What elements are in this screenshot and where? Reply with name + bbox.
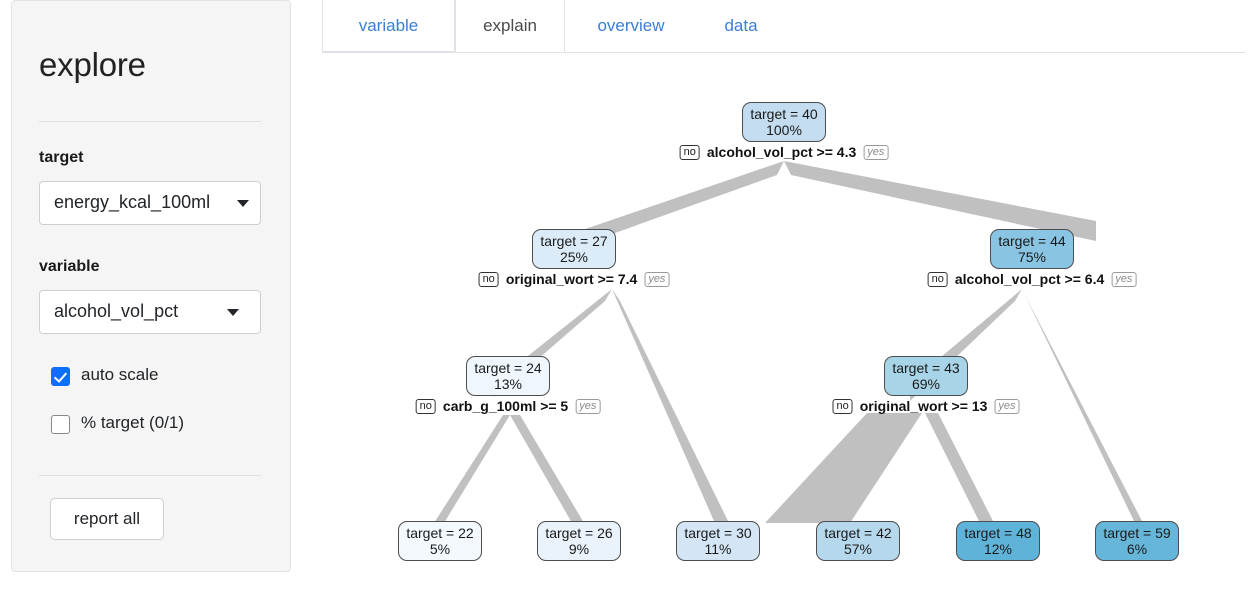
node-target-value: target = 27 — [540, 233, 608, 249]
tree-node-left[interactable]: target = 27 25% — [532, 229, 616, 269]
tree-leaf-4[interactable]: target = 42 57% — [816, 521, 900, 561]
node-pct-value: 25% — [559, 249, 589, 265]
no-badge: no — [415, 399, 436, 414]
edge-rl-leaf4 — [765, 413, 922, 523]
edge-rl-leaf5 — [925, 413, 994, 523]
yes-badge: yes — [863, 145, 889, 160]
tab-bar: variable explain overview data — [322, 0, 1245, 53]
no-badge: no — [478, 272, 499, 287]
variable-select[interactable]: alcohol_vol_pct — [39, 290, 261, 334]
node-pct-value: 57% — [843, 541, 873, 557]
node-pct-value: 9% — [568, 541, 590, 557]
edge-left-leaf3 — [612, 289, 728, 521]
target-select-value: energy_kcal_100ml — [54, 192, 211, 212]
split-text: original_wort >= 13 — [859, 398, 988, 414]
node-pct-value: 6% — [1126, 541, 1148, 557]
node-target-value: target = 24 — [474, 360, 542, 376]
split-condition-right-left: no original_wort >= 13 yes — [832, 398, 1020, 414]
split-condition-root: no alcohol_vol_pct >= 4.3 yes — [679, 144, 889, 160]
chevron-down-icon — [227, 309, 239, 316]
variable-select-value: alcohol_vol_pct — [54, 301, 179, 321]
variable-label: variable — [39, 258, 100, 275]
tree-leaf-2[interactable]: target = 26 9% — [537, 521, 621, 561]
node-target-value: target = 40 — [750, 106, 818, 122]
node-target-value: target = 43 — [892, 360, 960, 376]
yes-badge: yes — [994, 399, 1020, 414]
decision-tree-diagram: target = 40 100% no alcohol_vol_pct >= 4.… — [322, 53, 1259, 592]
no-badge: no — [927, 272, 948, 287]
report-all-button[interactable]: report all — [50, 498, 164, 540]
no-badge: no — [679, 145, 700, 160]
explore-sidebar: explore target energy_kcal_100ml variabl… — [11, 0, 291, 572]
target-select[interactable]: energy_kcal_100ml — [39, 181, 261, 225]
auto-scale-checkbox[interactable] — [51, 367, 70, 386]
node-pct-value: 69% — [911, 376, 941, 392]
node-target-value: target = 42 — [824, 525, 892, 541]
split-text: carb_g_100ml >= 5 — [442, 398, 569, 414]
tab-underline — [322, 52, 1245, 53]
edge-root-right — [784, 161, 1096, 241]
split-condition-left-left: no carb_g_100ml >= 5 yes — [415, 398, 601, 414]
node-target-value: target = 48 — [964, 525, 1032, 541]
node-target-value: target = 26 — [545, 525, 613, 541]
divider-top — [39, 121, 261, 122]
node-pct-value: 13% — [493, 376, 523, 392]
node-target-value: target = 44 — [998, 233, 1066, 249]
no-badge: no — [832, 399, 853, 414]
node-pct-value: 12% — [983, 541, 1013, 557]
pct-target-label: % target (0/1) — [81, 413, 184, 432]
tree-node-root[interactable]: target = 40 100% — [742, 102, 826, 142]
tab-variable[interactable]: variable — [322, 0, 455, 52]
tab-overview[interactable]: overview — [597, 16, 665, 35]
yes-badge: yes — [575, 399, 601, 414]
tree-leaf-1[interactable]: target = 22 5% — [398, 521, 482, 561]
tree-leaf-5[interactable]: target = 48 12% — [956, 521, 1040, 561]
edge-root-left — [559, 161, 784, 253]
auto-scale-label: auto scale — [81, 365, 159, 384]
chevron-down-icon — [237, 200, 249, 207]
tree-leaf-3[interactable]: target = 30 11% — [676, 521, 760, 561]
split-condition-right: no alcohol_vol_pct >= 6.4 yes — [927, 271, 1137, 287]
divider-bottom — [39, 475, 261, 476]
tree-node-right[interactable]: target = 44 75% — [990, 229, 1074, 269]
split-text: alcohol_vol_pct >= 4.3 — [706, 144, 857, 160]
node-target-value: target = 59 — [1103, 525, 1171, 541]
tab-explain[interactable]: explain — [455, 0, 565, 52]
edge-right-leaf6 — [1022, 289, 1142, 521]
tree-node-left-left[interactable]: target = 24 13% — [466, 356, 550, 396]
node-pct-value: 5% — [429, 541, 451, 557]
split-text: alcohol_vol_pct >= 6.4 — [954, 271, 1105, 287]
node-target-value: target = 22 — [406, 525, 474, 541]
tab-data[interactable]: data — [724, 16, 758, 35]
yes-badge: yes — [644, 272, 670, 287]
node-pct-value: 11% — [704, 541, 732, 557]
pct-target-checkbox[interactable] — [51, 415, 70, 434]
tree-leaf-6[interactable]: target = 59 6% — [1095, 521, 1179, 561]
edge-ll-leaf1 — [434, 415, 510, 523]
node-pct-value: 75% — [1017, 249, 1047, 265]
split-text: original_wort >= 7.4 — [505, 271, 638, 287]
node-pct-value: 100% — [766, 122, 802, 138]
page-title: explore — [39, 46, 146, 83]
target-label: target — [39, 149, 84, 166]
tree-node-right-left[interactable]: target = 43 69% — [884, 356, 968, 396]
edge-ll-leaf2 — [510, 415, 584, 523]
node-target-value: target = 30 — [684, 525, 752, 541]
split-condition-left: no original_wort >= 7.4 yes — [478, 271, 670, 287]
yes-badge: yes — [1111, 272, 1137, 287]
